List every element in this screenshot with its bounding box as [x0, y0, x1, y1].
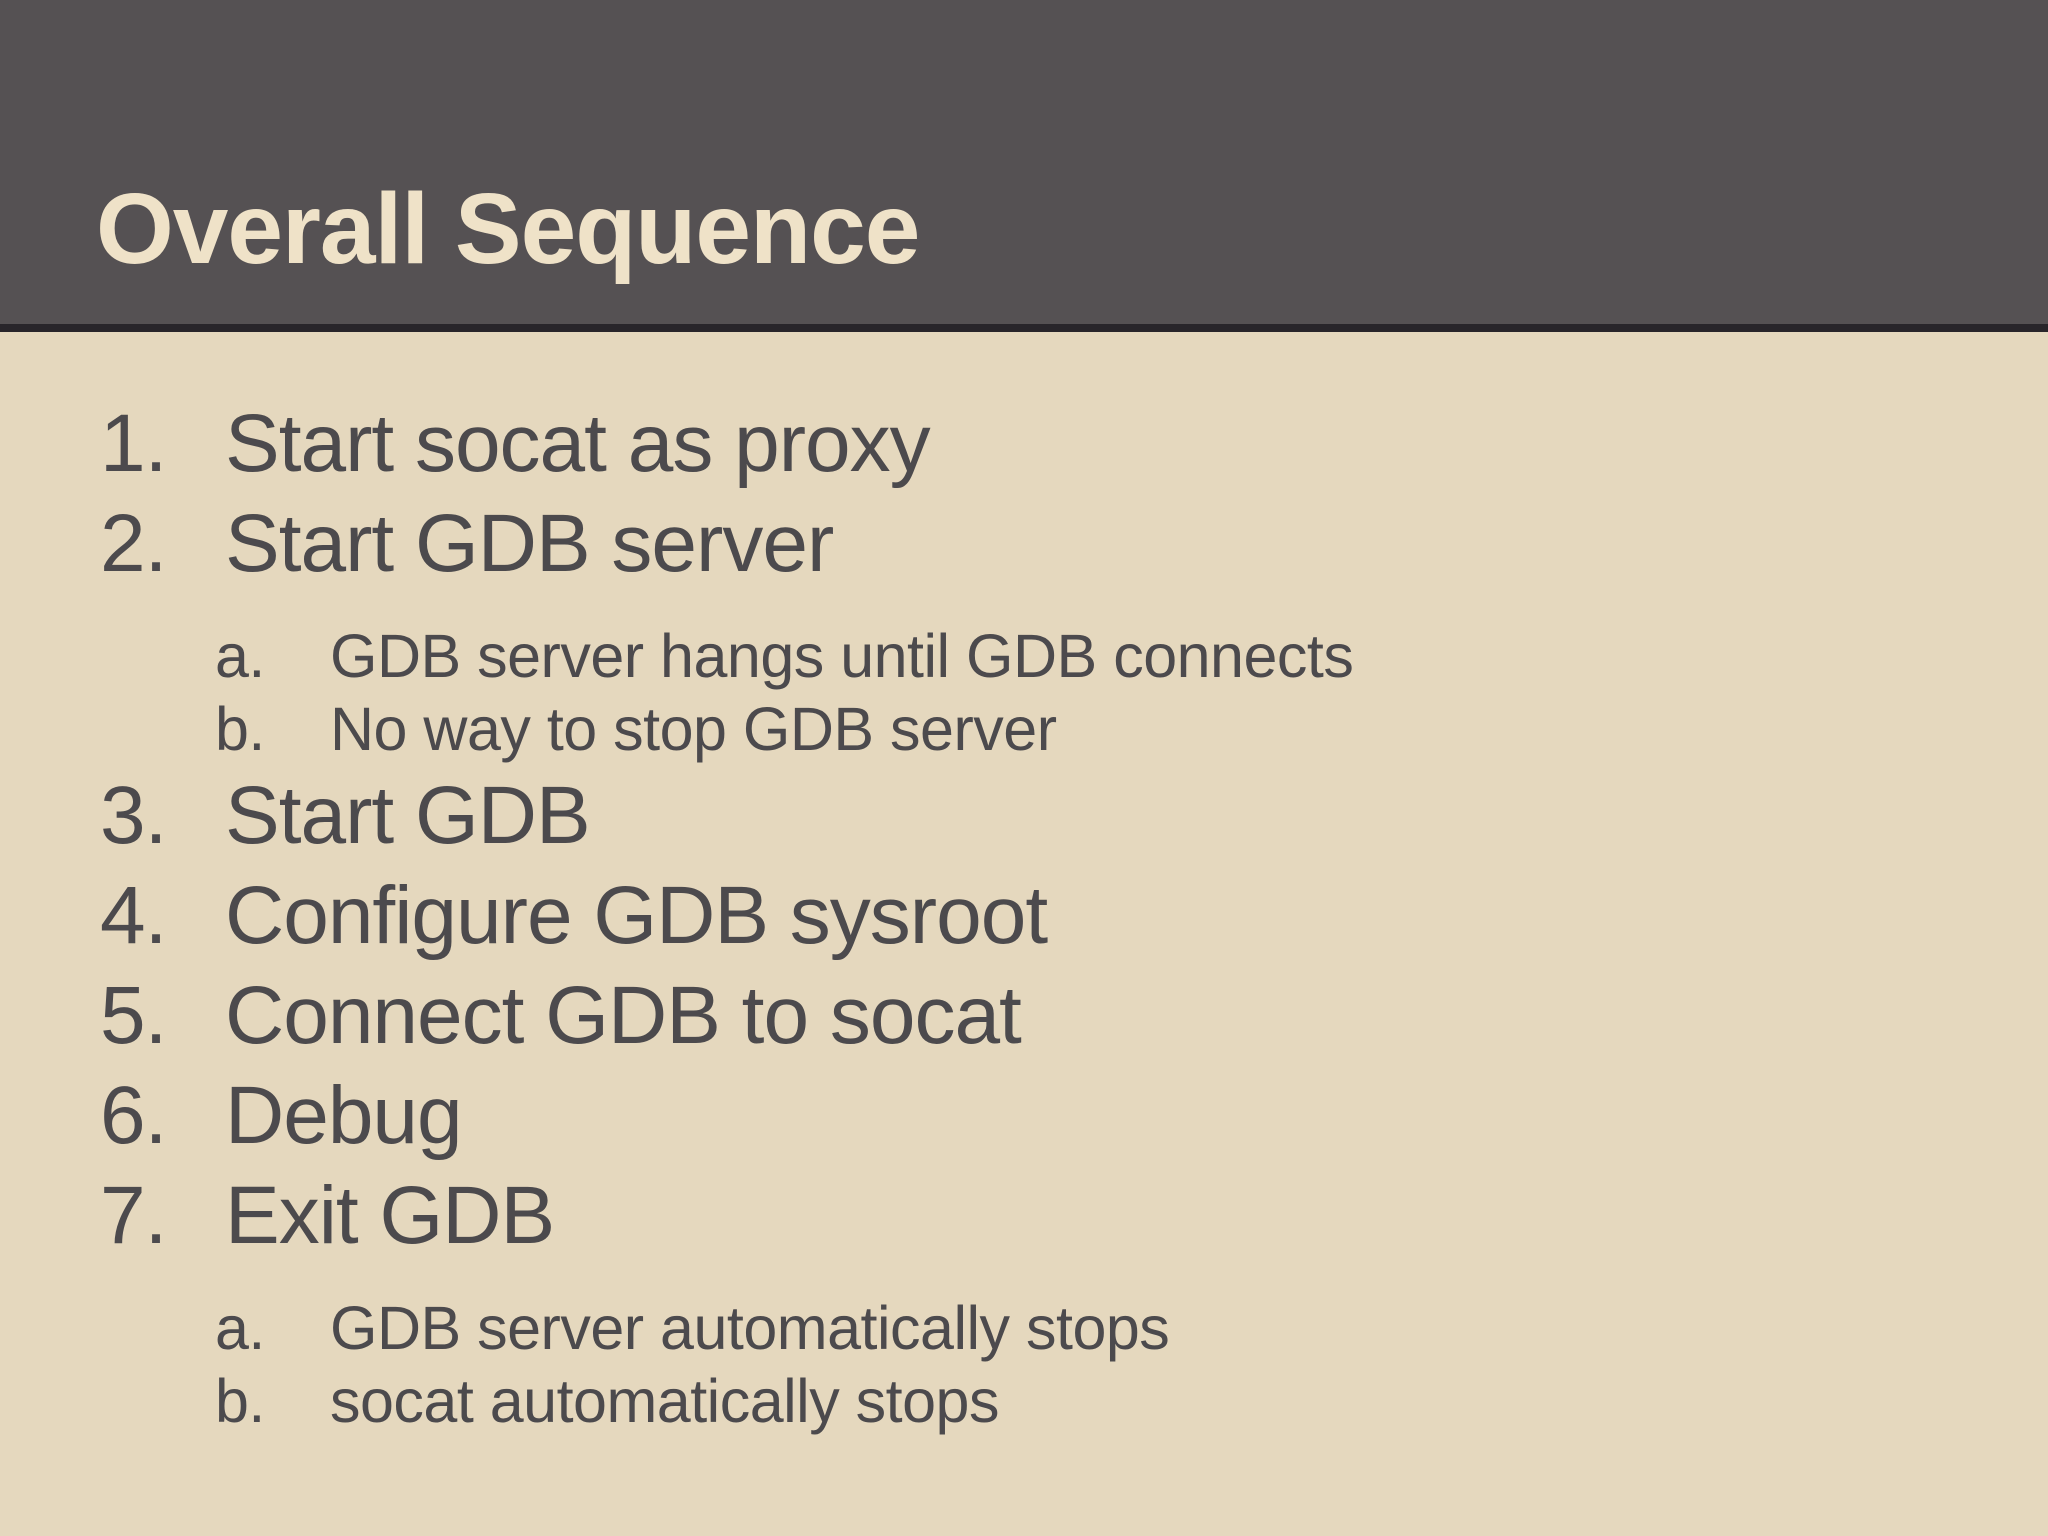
- list-item-text: Exit GDB: [225, 1170, 555, 1261]
- list-item: 6. Debug: [100, 1066, 2008, 1166]
- list-item-marker: 5.: [100, 970, 167, 1061]
- list-subitem-marker: a.: [215, 622, 265, 690]
- list-item-marker: 1.: [100, 398, 167, 489]
- list-subitem-marker: b.: [215, 1367, 265, 1435]
- list-item-marker: 4.: [100, 870, 167, 961]
- list-item-marker: 6.: [100, 1070, 167, 1161]
- list-subitem-text: No way to stop GDB server: [330, 695, 1057, 763]
- list-item-marker: 2.: [100, 498, 167, 589]
- slide-header: Overall Sequence: [0, 0, 2048, 332]
- list-item: 5. Connect GDB to socat: [100, 966, 2008, 1066]
- list-item-text: Start GDB server: [225, 498, 834, 589]
- list-subitem-marker: a.: [215, 1294, 265, 1362]
- list-item-text: Start GDB: [225, 770, 591, 861]
- list-item-marker: 7.: [100, 1170, 167, 1261]
- list-subitem-text: GDB server automatically stops: [330, 1294, 1170, 1362]
- list-item-text: Configure GDB sysroot: [225, 870, 1048, 961]
- list-subitem: b. socat automatically stops: [215, 1365, 2008, 1438]
- list-item-text: Connect GDB to socat: [225, 970, 1022, 1061]
- list-subitem-marker: b.: [215, 695, 265, 763]
- list-subitem: b. No way to stop GDB server: [215, 693, 2008, 766]
- list-item: 1. Start socat as proxy: [100, 394, 2008, 494]
- sequence-list: 1. Start socat as proxy 2. Start GDB ser…: [0, 340, 2048, 1438]
- list-item-text: Start socat as proxy: [225, 398, 931, 489]
- list-subitem-text: socat automatically stops: [330, 1367, 999, 1435]
- slide-title: Overall Sequence: [96, 173, 920, 285]
- list-subitem-text: GDB server hangs until GDB connects: [330, 622, 1354, 690]
- list-item-text: Debug: [225, 1070, 463, 1161]
- list-item: 7. Exit GDB: [100, 1166, 2008, 1266]
- list-subitem: a. GDB server automatically stops: [215, 1292, 2008, 1365]
- list-item: 2. Start GDB server: [100, 494, 2008, 594]
- list-item-marker: 3.: [100, 770, 167, 861]
- list-item: 4. Configure GDB sysroot: [100, 866, 2008, 966]
- list-item: 3. Start GDB: [100, 766, 2008, 866]
- list-subitem: a. GDB server hangs until GDB connects: [215, 620, 2008, 693]
